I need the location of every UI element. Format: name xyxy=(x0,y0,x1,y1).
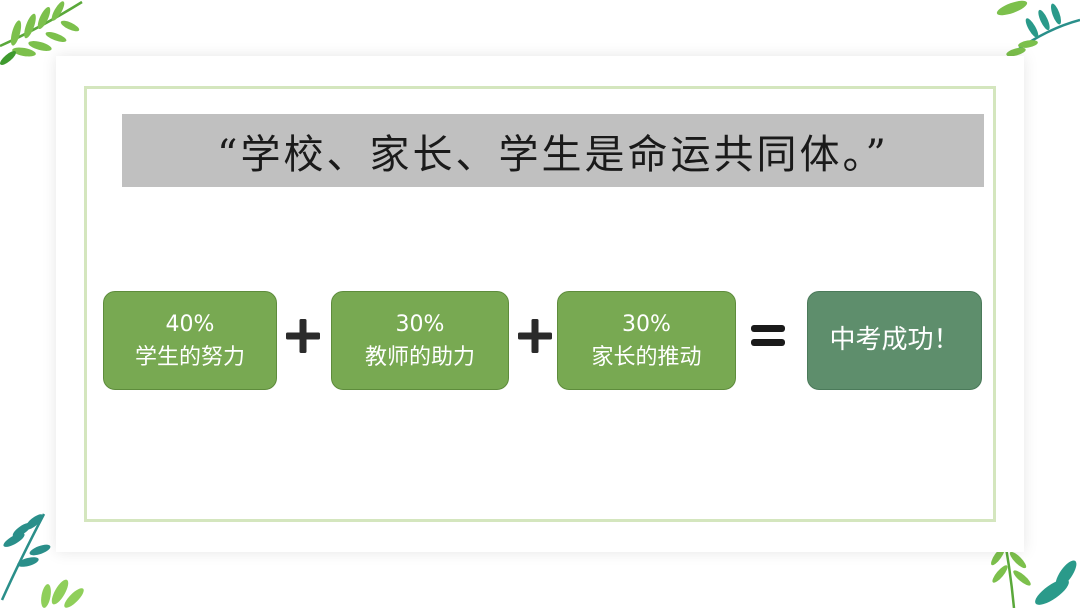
parent-push-percent: 30% xyxy=(622,311,671,337)
inner-frame xyxy=(84,86,996,522)
plus-icon xyxy=(518,319,552,353)
teacher-help-box: 30% 教师的助力 xyxy=(331,291,509,390)
exam-success-box: 中考成功！ xyxy=(807,291,982,390)
student-effort-percent: 40% xyxy=(165,311,215,337)
plus-icon xyxy=(286,319,320,353)
leaf-icon xyxy=(0,513,84,608)
teacher-help-percent: 30% xyxy=(395,311,445,337)
quote-banner: “学校、家长、学生是命运共同体。” xyxy=(122,114,984,187)
exam-success-label: 中考成功！ xyxy=(829,325,960,355)
parent-push-box: 30% 家长的推动 xyxy=(557,291,736,390)
leaf-icon xyxy=(0,0,83,65)
teacher-help-label: 教师的助力 xyxy=(364,344,475,370)
equals-icon xyxy=(751,325,785,346)
student-effort-box: 40% 学生的努力 xyxy=(103,291,277,390)
quote-text: “学校、家长、学生是命运共同体。” xyxy=(217,131,889,178)
parent-push-label: 家长的推动 xyxy=(591,344,702,370)
student-effort-label: 学生的努力 xyxy=(134,344,245,370)
leaf-icon xyxy=(996,0,1080,61)
